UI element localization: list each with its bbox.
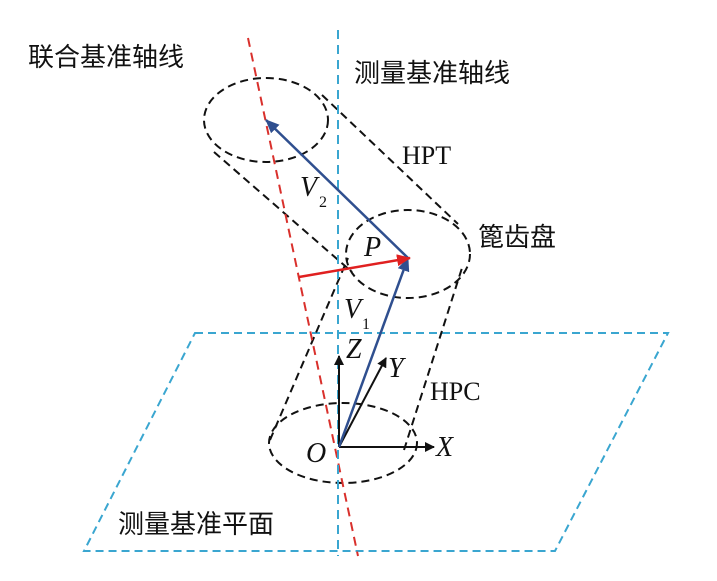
hpc-bottom-ellipse — [268, 402, 418, 484]
hpt-top-ellipse — [203, 77, 329, 163]
measure-axis-label: 测量基准轴线 — [354, 59, 510, 89]
x-symbol: X — [435, 432, 454, 463]
v1-vector — [337, 257, 410, 448]
z-symbol: Z — [346, 334, 362, 365]
combined-axis-line — [247, 37, 359, 557]
p-vector — [298, 254, 411, 279]
hpt-lower-edge — [213, 151, 353, 273]
hpt-label: HPT — [402, 141, 451, 170]
combined-axis-label: 联合基准轴线 — [28, 43, 184, 73]
v2-symbol: V — [300, 172, 320, 203]
v1-subscript: 1 — [362, 316, 370, 333]
hpc-left-edge — [269, 257, 349, 441]
measure-plane-label: 测量基准平面 — [118, 510, 274, 540]
v2-vector — [265, 119, 409, 259]
v1-symbol: V — [344, 294, 364, 325]
y-axis-arrow — [338, 357, 387, 448]
disk-label: 篦齿盘 — [478, 223, 556, 253]
hpc-label: HPC — [430, 377, 481, 406]
v2-subscript: 2 — [319, 194, 327, 211]
measure-plane — [82, 332, 670, 552]
origin-symbol: O — [306, 438, 326, 469]
y-symbol: Y — [388, 353, 407, 384]
hpt-upper-edge — [321, 94, 459, 225]
p-symbol: P — [363, 232, 381, 263]
hpc-right-edge — [403, 267, 463, 451]
disk-ellipse — [345, 209, 471, 299]
